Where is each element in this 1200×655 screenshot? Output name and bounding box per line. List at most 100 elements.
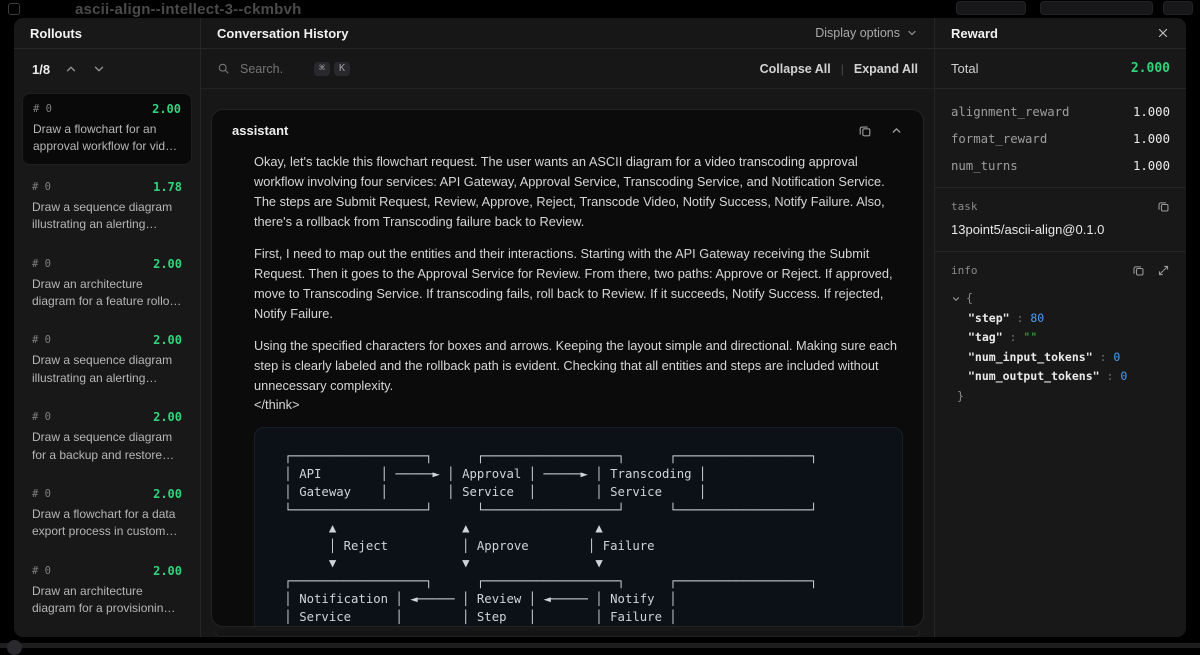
- rollout-prompt: Draw an architecture diagram for a featu…: [32, 276, 182, 311]
- rollout-list-item[interactable]: # 0 2.00 Draw an architecture diagram fo…: [22, 556, 192, 626]
- search-input[interactable]: [240, 62, 310, 76]
- expand-all-button[interactable]: Expand All: [854, 62, 918, 76]
- assistant-message-card: assistant Okay, let's tackle this flowch…: [211, 109, 924, 627]
- rollout-list-item[interactable]: # 0 2.00 Draw a sequence diagram illustr…: [22, 325, 192, 395]
- total-value: 2.000: [1131, 61, 1170, 76]
- collapse-all-button[interactable]: Collapse All: [760, 62, 831, 76]
- json-colon: :: [1003, 330, 1024, 344]
- rollouts-title: Rollouts: [30, 26, 82, 41]
- json-line: "tag" : "": [951, 328, 1170, 348]
- pager-label: 1/8: [32, 62, 50, 77]
- rollout-reward: 1.78: [153, 180, 182, 194]
- rollout-index: # 0: [32, 258, 51, 270]
- reward-title: Reward: [951, 26, 998, 41]
- rollout-index: # 0: [32, 411, 51, 423]
- conversation-panel: Conversation History Display options ⌘ K…: [200, 18, 935, 637]
- ascii-diagram-block: ┌──────────────────┐ ┌──────────────────…: [254, 427, 903, 627]
- info-label: info: [951, 264, 978, 277]
- rollout-prompt: Draw a flowchart for an approval workflo…: [33, 121, 181, 156]
- json-line: "num_output_tokens" : 0: [951, 367, 1170, 387]
- topbar-button-2[interactable]: [1040, 1, 1153, 15]
- task-section: task 13point5/ascii-align@0.1.0: [935, 188, 1186, 252]
- copy-info-icon[interactable]: [1132, 264, 1145, 277]
- json-line: "num_input_tokens" : 0: [951, 348, 1170, 368]
- rollout-reward: 2.00: [153, 487, 182, 501]
- metric-name: num_turns: [951, 159, 1018, 173]
- metric-value: 1.000: [1133, 159, 1170, 173]
- json-colon: :: [1093, 350, 1114, 364]
- json-line: "step" : 80: [951, 309, 1170, 329]
- rollout-list-item[interactable]: # 0 2.00 Draw an architecture diagram fo…: [22, 249, 192, 319]
- json-open-brace: {: [966, 289, 973, 309]
- rollout-list-item[interactable]: # 0 1.78 Draw a sequence diagram illustr…: [22, 172, 192, 242]
- ascii-diagram: ┌──────────────────┐ ┌──────────────────…: [277, 448, 880, 627]
- rollout-list-item[interactable]: # 0 2.00 Draw a flowchart for an approva…: [22, 93, 192, 165]
- conversation-toolbar: ⌘ K Collapse All | Expand All: [201, 49, 934, 89]
- rollout-list: # 0 2.00 Draw a flowchart for an approva…: [14, 89, 200, 637]
- rollout-list-item[interactable]: # 0 2.00 Draw a flowchart for a data exp…: [22, 479, 192, 549]
- rollout-index: # 0: [32, 181, 51, 193]
- kbd-cmd: ⌘: [314, 62, 330, 76]
- info-json-tree: { "step" : 80 "tag" : "" "num_input_toke…: [951, 289, 1170, 406]
- rollouts-panel: Rollouts 1/8 # 0 2.00 Draw a flowchart f…: [14, 18, 200, 637]
- rollout-prompt: Draw a sequence diagram for a backup and…: [32, 429, 182, 464]
- display-options-button[interactable]: Display options: [815, 26, 918, 40]
- rollout-list-item[interactable]: # 0 2.00 Draw a sequence diagram for a b…: [22, 402, 192, 472]
- topbar-button-3[interactable]: [1163, 1, 1193, 15]
- json-close-brace: }: [951, 387, 1170, 407]
- rollout-prompt: Draw a sequence diagram illustrating an …: [32, 352, 182, 387]
- metric-row: alignment_reward 1.000: [951, 105, 1170, 119]
- rollout-reward: 2.00: [152, 102, 181, 116]
- toolbar-separator: |: [841, 62, 844, 76]
- json-value: "": [1023, 330, 1037, 344]
- json-colon: :: [1010, 311, 1031, 325]
- copy-icon[interactable]: [858, 124, 872, 138]
- metric-row: num_turns 1.000: [951, 159, 1170, 173]
- total-label: Total: [951, 61, 978, 76]
- copy-task-icon[interactable]: [1157, 200, 1170, 213]
- json-value: 80: [1030, 311, 1044, 325]
- rollouts-header: Rollouts: [14, 18, 200, 49]
- metric-name: format_reward: [951, 132, 1047, 146]
- rollouts-pager: 1/8: [14, 49, 200, 89]
- collapse-message-icon[interactable]: [890, 124, 903, 137]
- background-topbar: ascii-align--intellect-3--ckmbvh: [0, 0, 1200, 18]
- conversation-title: Conversation History: [217, 26, 348, 41]
- kbd-k: K: [334, 62, 350, 76]
- task-value: 13point5/ascii-align@0.1.0: [951, 222, 1170, 237]
- next-message-stub[interactable]: [215, 631, 920, 637]
- rollout-viewer-modal: Rollouts 1/8 # 0 2.00 Draw a flowchart f…: [14, 18, 1186, 637]
- reward-metrics: alignment_reward 1.000 format_reward 1.0…: [935, 89, 1186, 188]
- json-key: "step": [968, 311, 1010, 325]
- run-title: ascii-align--intellect-3--ckmbvh: [75, 1, 301, 18]
- pager-prev-button[interactable]: [64, 62, 78, 76]
- message-paragraph: First, I need to map out the entities an…: [254, 244, 903, 324]
- topbar-button-1[interactable]: [956, 1, 1026, 15]
- info-section: info { "step" : 80: [935, 252, 1186, 420]
- message-body: Okay, let's tackle this flowchart reques…: [212, 146, 923, 627]
- tree-chevron-down-icon[interactable]: [951, 294, 961, 304]
- json-value: 0: [1120, 369, 1127, 383]
- task-label: task: [951, 200, 978, 213]
- json-key: "num_output_tokens": [968, 369, 1100, 383]
- close-icon[interactable]: [1156, 26, 1170, 40]
- rollout-list-item[interactable]: # 0 2.00 Draw a tiny and very simple flo…: [22, 632, 192, 637]
- rollout-reward: 2.00: [153, 564, 182, 578]
- metric-name: alignment_reward: [951, 105, 1069, 119]
- rollout-index: # 0: [32, 565, 51, 577]
- total-row: Total 2.000: [935, 49, 1186, 89]
- message-header: assistant: [212, 110, 923, 146]
- message-paragraph: Okay, let's tackle this flowchart reques…: [254, 152, 903, 232]
- rollout-reward: 2.00: [153, 257, 182, 271]
- search-icon: [217, 62, 230, 75]
- rollout-index: # 0: [32, 334, 51, 346]
- metric-value: 1.000: [1133, 105, 1170, 119]
- expand-info-icon[interactable]: [1157, 264, 1170, 277]
- json-colon: :: [1100, 369, 1121, 383]
- rollout-index: # 0: [32, 488, 51, 500]
- message-paragraphs: Okay, let's tackle this flowchart reques…: [254, 152, 903, 415]
- chevron-down-icon: [906, 27, 918, 39]
- metric-value: 1.000: [1133, 132, 1170, 146]
- pager-next-button[interactable]: [92, 62, 106, 76]
- conversation-content: assistant Okay, let's tackle this flowch…: [201, 89, 934, 637]
